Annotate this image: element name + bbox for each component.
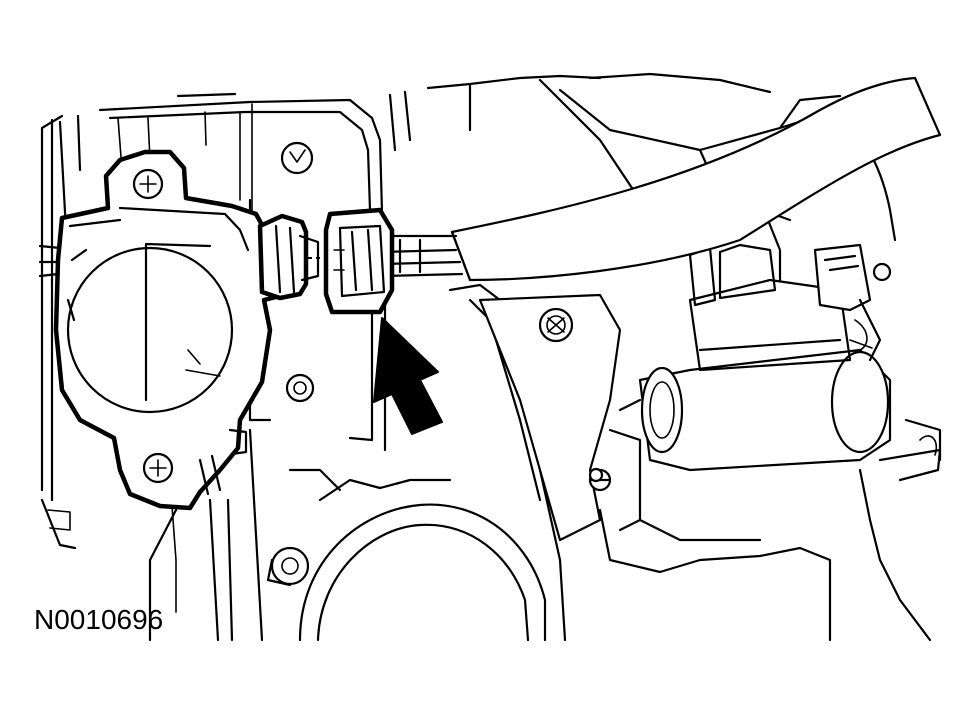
direction-arrow-icon	[373, 317, 443, 435]
callout-leader	[171, 505, 177, 613]
figure-identifier: N0010696	[34, 604, 164, 635]
actuator-motor	[608, 243, 892, 532]
harness-connector	[323, 207, 395, 315]
wire-harness	[378, 76, 942, 282]
sensor-assembly	[38, 149, 320, 511]
